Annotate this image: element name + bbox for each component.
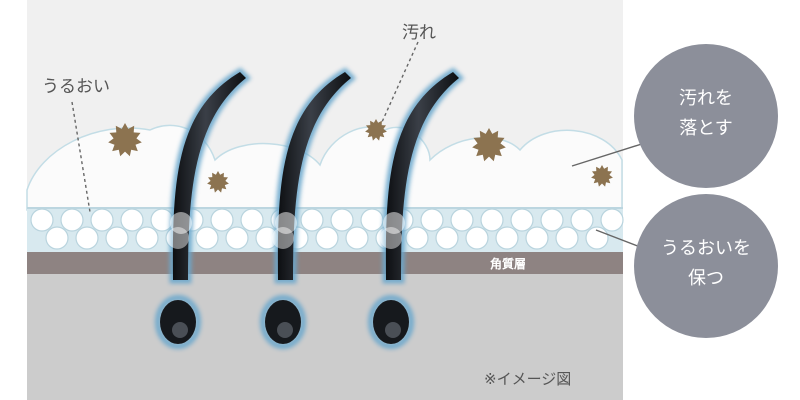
callout-keep-moisture-line1: うるおいを xyxy=(661,238,751,259)
hair-root-glow xyxy=(260,295,306,349)
stratum-corneum-label: 角質層 xyxy=(490,256,526,271)
moisture-bubble xyxy=(360,208,384,232)
moisture-bubble xyxy=(90,208,114,232)
dirt-particle xyxy=(472,128,506,162)
dirt-label: 汚れ xyxy=(402,23,436,43)
dirt-particle xyxy=(108,123,142,157)
callout-keep-moisture-circle xyxy=(634,194,778,338)
moisture-bubble xyxy=(195,226,219,250)
hair-root-glow xyxy=(368,295,414,349)
moisture-bubble xyxy=(435,226,459,250)
moisture-bubble xyxy=(105,226,129,250)
skin-layer xyxy=(27,274,623,400)
hair-papilla xyxy=(277,322,293,338)
overlap-bubble xyxy=(272,227,294,249)
dirt-particle xyxy=(591,165,613,187)
callout-remove-dirt-line2: 落とす xyxy=(679,118,732,139)
moisture-bubble xyxy=(210,208,234,232)
moisture-bubble xyxy=(150,208,174,232)
callout-keep-moisture-line2: 保つ xyxy=(688,268,724,289)
hair-root-glow xyxy=(155,295,201,349)
overlap-bubble xyxy=(167,227,189,249)
stratum-corneum-band xyxy=(27,252,623,274)
callout-remove-dirt-line xyxy=(571,141,649,167)
moisture-bubble xyxy=(510,208,534,232)
moisture-bubble xyxy=(570,208,594,232)
hair xyxy=(260,67,357,349)
moisture-label: うるおい xyxy=(42,77,110,97)
moisture-bubble xyxy=(240,208,264,232)
moisture-bubble xyxy=(135,226,159,250)
hairs xyxy=(155,67,465,349)
moisture-bubble xyxy=(540,208,564,232)
overlap-bubble xyxy=(383,212,405,234)
moisture-bubble xyxy=(420,208,444,232)
moisture-bubble xyxy=(450,208,474,232)
moisture-bubble xyxy=(600,208,624,232)
callout-remove-dirt-line1: 汚れを xyxy=(679,88,733,109)
hair-shaft xyxy=(385,72,459,280)
dirt-leader-line xyxy=(381,41,419,123)
moisture-bubble xyxy=(345,226,369,250)
moisture-bubble xyxy=(480,208,504,232)
moisture-bubble xyxy=(465,226,489,250)
dirt-particle xyxy=(365,119,387,141)
moisture-bubble xyxy=(300,208,324,232)
moisture-bubble xyxy=(45,226,69,250)
hair xyxy=(368,67,465,349)
hair-shaft xyxy=(172,72,246,280)
moisture-bubble xyxy=(555,226,579,250)
hair-shaft xyxy=(277,72,351,280)
moisture-bubble xyxy=(30,208,54,232)
hair-papilla xyxy=(385,322,401,338)
moisture-leader-line xyxy=(71,101,91,213)
hair-papilla xyxy=(172,322,188,338)
moisture-bubble xyxy=(495,226,519,250)
moisture-bubble xyxy=(525,226,549,250)
moisture-bubble xyxy=(75,226,99,250)
moisture-bubble xyxy=(315,226,339,250)
overlap-bubble xyxy=(170,212,192,234)
overlap-bubble xyxy=(275,212,297,234)
moisture-bubble xyxy=(330,208,354,232)
dirt-particles xyxy=(108,119,613,193)
moisture-bubble xyxy=(60,208,84,232)
moisture-bubble xyxy=(120,208,144,232)
overlap-bubble xyxy=(380,227,402,249)
dirt-particle xyxy=(207,171,229,193)
illustration-note: ※イメージ図 xyxy=(484,370,571,388)
callout-remove-dirt-circle xyxy=(634,44,778,188)
moisture-bubble xyxy=(405,226,429,250)
hair xyxy=(155,67,252,349)
moisture-bubble xyxy=(225,226,249,250)
